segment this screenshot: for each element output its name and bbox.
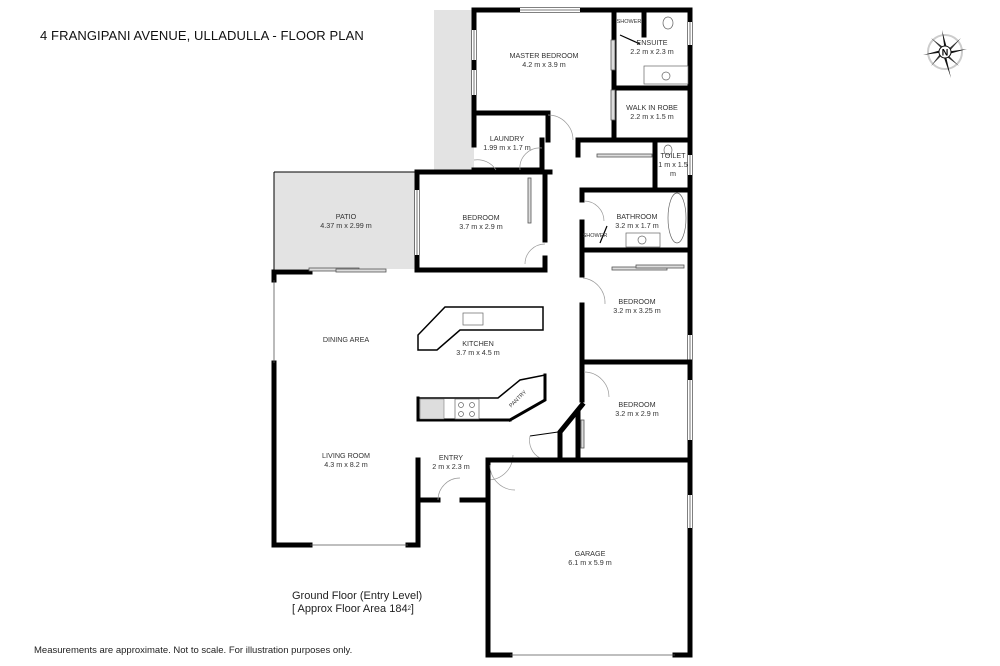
- compass-rose-icon: N: [923, 30, 967, 78]
- room-name: MASTER BEDROOM: [509, 51, 578, 60]
- room-size: 3.2 m x 1.7 m: [615, 221, 659, 230]
- room-ensuite: ENSUITE 2.2 m x 2.3 m SHOWER: [617, 19, 674, 56]
- room-size: 2 m x 2.3 m: [432, 462, 470, 471]
- room-name: GARAGE: [575, 549, 606, 558]
- room-size: 3.7 m x 4.5 m: [456, 348, 500, 357]
- room-name: TOILET: [660, 151, 686, 160]
- room-bedroom-2: BEDROOM 3.7 m x 2.9 m: [459, 213, 503, 231]
- room-size: 3.2 m x 2.9 m: [615, 409, 659, 418]
- room-entry: ENTRY 2 m x 2.3 m: [432, 453, 470, 471]
- room-size: 4.2 m x 3.9 m: [522, 60, 566, 69]
- room-name: WALK IN ROBE: [626, 103, 678, 112]
- room-size: 2.2 m x 1.5 m: [630, 112, 674, 121]
- room-bathroom: BATHROOM 3.2 m x 1.7 m SHOWER: [583, 212, 659, 239]
- room-name: BEDROOM: [462, 213, 499, 222]
- room-dining-area: DINING AREA: [323, 335, 370, 344]
- floor-area-label: [ Approx Floor Area 1842]: [292, 603, 414, 615]
- room-size: 1.99 m x 1.7 m: [483, 143, 531, 152]
- room-name: DINING AREA: [323, 335, 370, 344]
- room-bedroom-3: BEDROOM 3.2 m x 3.25 m: [613, 297, 661, 315]
- room-patio: PATIO 4.37 m x 2.99 m: [320, 212, 372, 230]
- room-bedroom-4: BEDROOM 3.2 m x 2.9 m: [615, 400, 659, 418]
- room-size: 3.7 m x 2.9 m: [459, 222, 503, 231]
- room-name: KITCHEN: [462, 339, 494, 348]
- disclaimer: Measurements are approximate. Not to sca…: [34, 645, 353, 656]
- room-size: 3.2 m x 3.25 m: [613, 306, 661, 315]
- room-name: BATHROOM: [617, 212, 658, 221]
- room-name: LIVING ROOM: [322, 451, 370, 460]
- room-name: PANTRY: [508, 389, 528, 409]
- patio-area: [274, 172, 417, 269]
- floor-caption: Ground Floor (Entry Level) [ Approx Floo…: [292, 590, 422, 616]
- room-name: BEDROOM: [618, 400, 655, 409]
- room-toilet: TOILET 1 m x 1.5 m: [658, 151, 688, 178]
- room-size: 6.1 m x 5.9 m: [568, 558, 612, 567]
- room-name: SHOWER: [583, 233, 608, 239]
- room-size: 4.37 m x 2.99 m: [320, 221, 372, 230]
- room-name: LAUNDRY: [490, 134, 524, 143]
- room-master-bedroom: MASTER BEDROOM 4.2 m x 3.9 m: [509, 51, 578, 69]
- room-garage: GARAGE 6.1 m x 5.9 m: [568, 549, 612, 567]
- compass-north-label: N: [942, 48, 949, 58]
- room-size: 4.3 m x 8.2 m: [324, 460, 368, 469]
- room-living-room: LIVING ROOM 4.3 m x 8.2 m: [322, 451, 370, 469]
- room-walk-in-robe: WALK IN ROBE 2.2 m x 1.5 m: [626, 103, 678, 121]
- room-laundry: LAUNDRY 1.99 m x 1.7 m: [483, 134, 531, 152]
- room-name: ENSUITE: [636, 38, 667, 47]
- floor-level-label: Ground Floor (Entry Level): [292, 590, 423, 602]
- room-size: 1 m x 1.5: [658, 160, 688, 169]
- room-name: PATIO: [336, 212, 357, 221]
- plan-title: 4 FRANGIPANI AVENUE, ULLADULLA - FLOOR P…: [40, 28, 364, 43]
- room-size: 2.2 m x 2.3 m: [630, 47, 674, 56]
- room-size-extra: m: [670, 169, 676, 178]
- room-name: SHOWER: [617, 19, 642, 25]
- side-passage: [434, 10, 474, 170]
- room-name: ENTRY: [439, 453, 463, 462]
- room-name: BEDROOM: [618, 297, 655, 306]
